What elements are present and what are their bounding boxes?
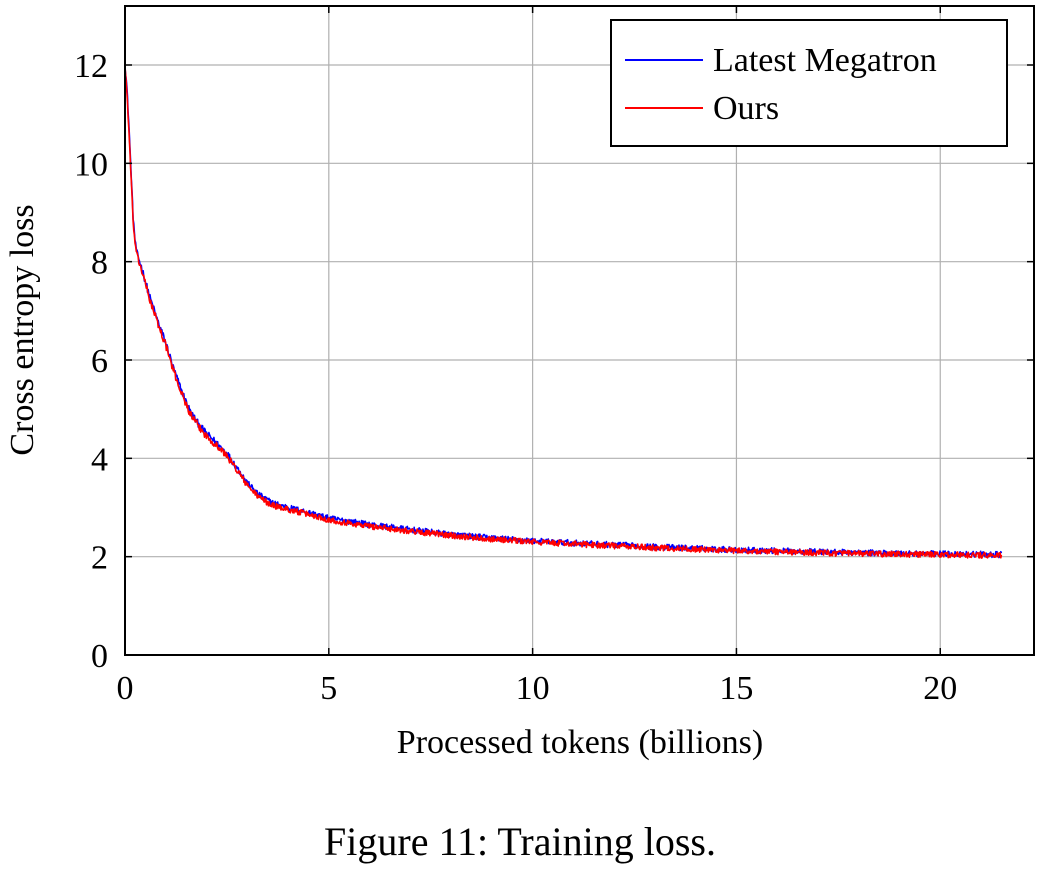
y-tick-label: 10: [74, 146, 108, 183]
y-tick-label: 0: [91, 638, 108, 675]
y-tick-label: 6: [91, 343, 108, 380]
y-tick-label: 12: [74, 48, 108, 85]
x-tick-label: 5: [320, 670, 337, 707]
y-tick-label: 2: [91, 540, 108, 577]
x-tick-label: 10: [516, 670, 550, 707]
plot-frame: [124, 5, 1035, 656]
legend-label-ours: Ours: [713, 90, 779, 127]
x-tick-label: 0: [117, 670, 134, 707]
figure-caption: Figure 11: Training loss.: [324, 819, 716, 864]
x-tick-label: 15: [719, 670, 753, 707]
series-lines: [124, 65, 1003, 559]
x-axis-label: Processed tokens (billions): [397, 724, 763, 761]
y-tick-label: 8: [91, 245, 108, 282]
series-line-ours: [124, 65, 1003, 559]
training-loss-chart: 0 5 10 15 20 0 2 4 6 8 10 12 Processed tokens (bill…: [4, 5, 1035, 761]
y-axis-label: Cross entropy loss: [4, 204, 41, 455]
legend-label-latest-megatron: Latest Megatron: [713, 42, 937, 79]
legend: Latest Megatron Ours: [610, 19, 1008, 147]
x-tick-label: 20: [923, 670, 957, 707]
y-tick-label: 4: [91, 441, 108, 478]
legend-box: [610, 19, 1008, 147]
axis-ticks: 0 5 10 15 20 0 2 4 6 8 10 12: [74, 6, 1034, 707]
